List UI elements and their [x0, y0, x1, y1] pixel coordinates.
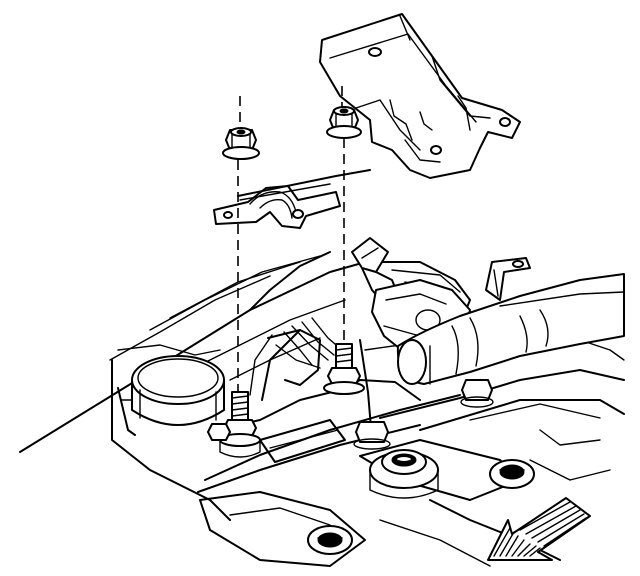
engine-assembly: [19, 251, 625, 567]
bolt-head: [353, 421, 391, 450]
bolt-head: [460, 379, 494, 408]
flange-nut-right: [326, 106, 362, 139]
hose-clamp-bracket: [485, 257, 531, 301]
mounting-stud-right: [323, 343, 365, 395]
mounting-bracket: [319, 13, 521, 179]
manifold-bolts: [207, 379, 494, 450]
flange-nut-left: [222, 127, 260, 160]
coolant-hose: [396, 273, 625, 385]
alignment-lines: [237, 86, 345, 392]
direction-arrow: [487, 497, 591, 561]
round-port: [117, 355, 225, 436]
mounting-stud-left: [219, 391, 261, 458]
plug-well: [489, 459, 535, 489]
wiring-harness: [249, 317, 346, 463]
cable-clip: [213, 169, 371, 229]
arrow-icon: [487, 497, 591, 561]
plug-well: [307, 525, 353, 555]
filler-cap: [369, 449, 439, 499]
bolt-head: [207, 423, 231, 441]
